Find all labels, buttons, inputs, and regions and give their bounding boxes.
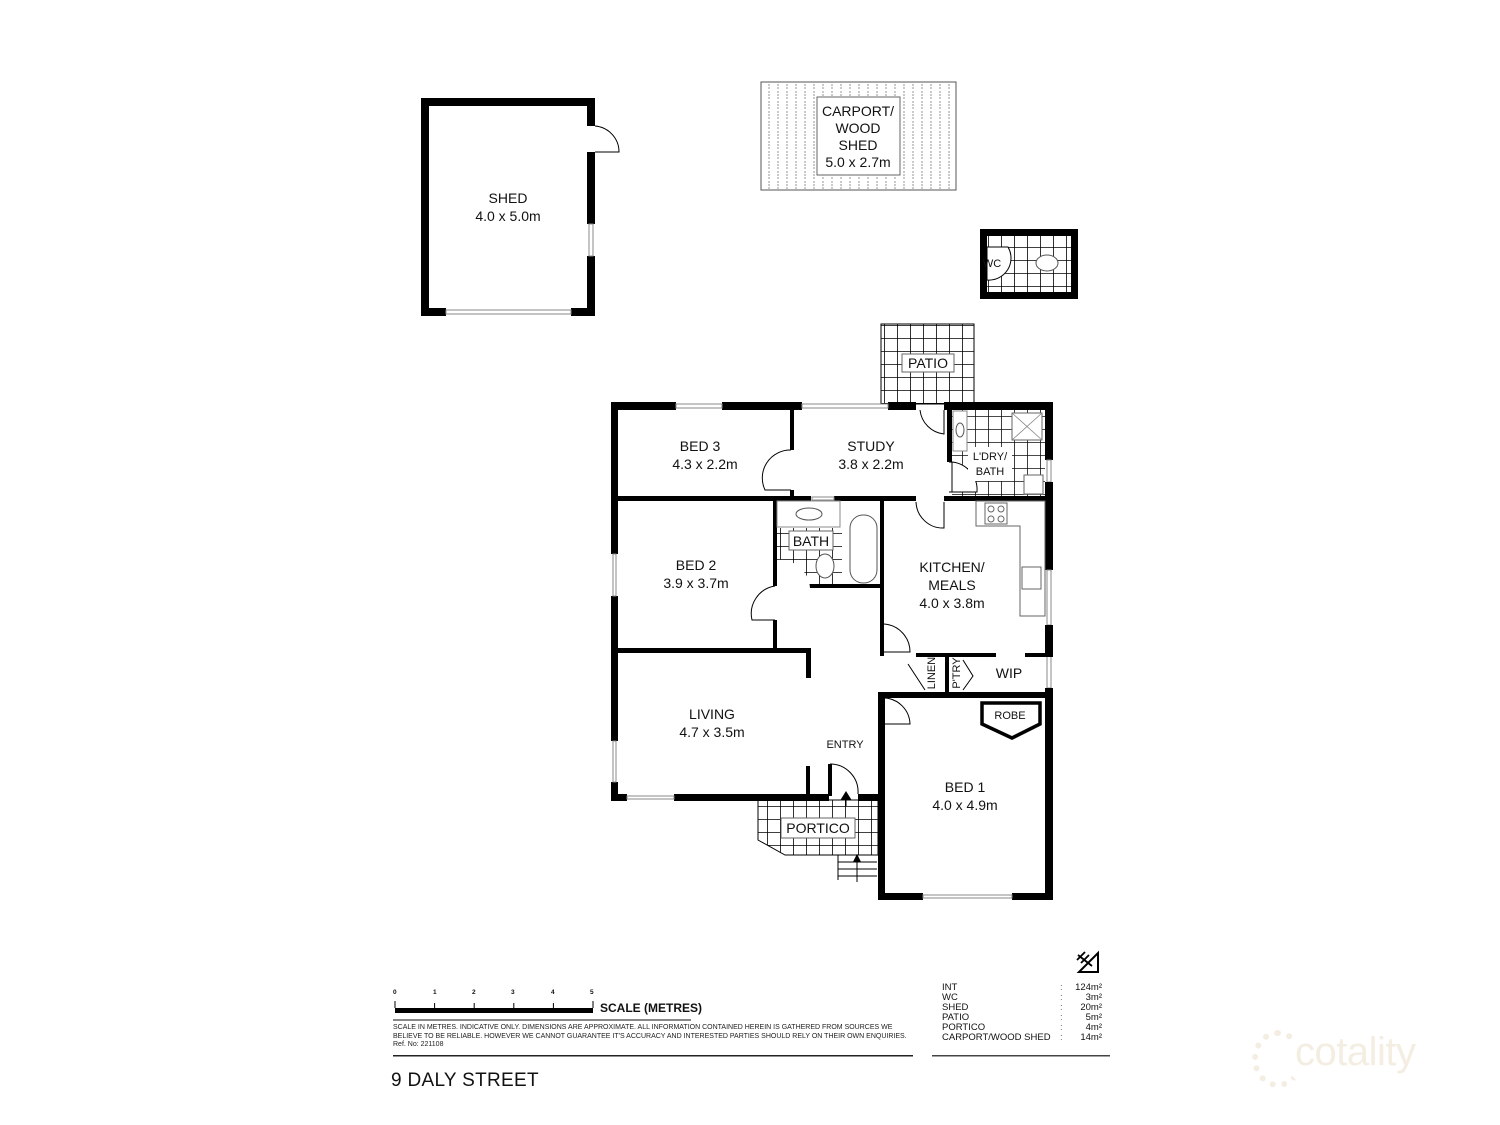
brand-logo-icon — [1252, 1030, 1304, 1088]
area-label: PATIO — [942, 1012, 970, 1023]
area-value: 4m² — [1085, 1022, 1102, 1033]
room-name: WOOD — [835, 120, 880, 136]
area-row: CARPORT/WOOD SHED:14m² — [942, 1032, 1102, 1043]
room-name: BED 3 — [680, 438, 721, 454]
divider — [393, 1055, 913, 1057]
scale-bar — [393, 1001, 691, 1021]
area-row: PATIO:5m² — [942, 1012, 1102, 1023]
tick: 3 — [511, 989, 515, 996]
room-name: PORTICO — [786, 820, 850, 836]
room-name: ROBE — [994, 710, 1025, 722]
area-row: SHED:20m² — [942, 1002, 1102, 1013]
area-value: 5m² — [1085, 1012, 1102, 1023]
area-label: WC — [942, 992, 958, 1003]
room-dims: 4.0 x 5.0m — [475, 208, 540, 224]
area-value: 124m² — [1075, 982, 1102, 993]
area-table: INT:124m² WC:3m² SHED:20m² PATIO:5m² POR… — [942, 983, 1102, 1043]
area-label: CARPORT/WOOD SHED — [942, 1032, 1051, 1043]
room-name: SHED — [489, 190, 528, 206]
basin-icon — [795, 507, 823, 521]
robe: ROBE — [980, 701, 1042, 740]
wc: WC — [980, 229, 1078, 299]
room-name: PATIO — [908, 355, 948, 371]
sink-icon — [1023, 474, 1044, 495]
room-name: P'TRY — [951, 657, 963, 689]
toilet-icon — [815, 553, 835, 579]
door-swings — [750, 409, 978, 795]
steps-icon — [837, 853, 877, 882]
area-value: 3m² — [1085, 992, 1102, 1003]
tick: 0 — [393, 989, 397, 996]
area-value: 20m² — [1080, 1002, 1102, 1013]
room-dims: 3.9 x 3.7m — [663, 575, 728, 591]
divider — [932, 1055, 1110, 1057]
room-name: BED 1 — [945, 779, 986, 795]
room-name: KITCHEN/ — [919, 559, 984, 575]
disclaimer-text: SCALE IN METRES. INDICATIVE ONLY. DIMENS… — [393, 1024, 907, 1040]
patio: PATIO — [880, 323, 975, 405]
room-dims: 4.7 x 3.5m — [679, 724, 744, 740]
room-name: LINEN — [926, 657, 938, 689]
tick: 4 — [551, 989, 555, 996]
tick: 1 — [433, 989, 437, 996]
scale-label: SCALE (METRES) — [600, 1001, 702, 1015]
room-name: ENTRY — [826, 739, 864, 751]
room-name: CARPORT/ — [822, 103, 894, 119]
room-name: BATH — [976, 466, 1005, 478]
room-name: L'DRY/ — [973, 451, 1008, 463]
area-row: INT:124m² — [942, 982, 1102, 993]
kitchen-sink-icon — [1021, 566, 1042, 590]
door-swing-icon — [594, 125, 620, 153]
bathtub-icon — [849, 514, 878, 584]
reference-number: Ref. No: 221108 — [393, 1041, 444, 1048]
room-name: WC — [983, 258, 1001, 270]
area-label: INT — [942, 982, 958, 993]
house-walls — [611, 402, 1053, 900]
room-name: LIVING — [689, 706, 735, 722]
room-name: BED 2 — [676, 557, 717, 573]
room-name: BATH — [793, 533, 829, 549]
brand-watermark: cotality — [1295, 1030, 1416, 1074]
entry-arrow-icon — [840, 791, 852, 806]
room-dims: 4.3 x 2.2m — [672, 456, 737, 472]
area-label: SHED — [942, 1002, 969, 1013]
portico: PORTICO — [757, 799, 879, 882]
room-dims: 5.0 x 2.7m — [825, 154, 890, 170]
room-name: STUDY — [847, 438, 895, 454]
room-dims: 4.0 x 3.8m — [919, 595, 984, 611]
north-arrow-icon — [1076, 950, 1099, 973]
area-row: WC:3m² — [942, 992, 1102, 1003]
room-name: MEALS — [928, 577, 975, 593]
disclaimer: SCALE IN METRES. INDICATIVE ONLY. DIMENS… — [393, 1024, 913, 1050]
tick: 2 — [472, 989, 476, 996]
shed: SHED 4.0 x 5.0m — [421, 98, 620, 316]
carport: CARPORT/ WOOD SHED 5.0 x 2.7m — [760, 81, 957, 191]
room-dims: 4.0 x 4.9m — [932, 797, 997, 813]
room-name: SHED — [839, 137, 878, 153]
property-address: 9 DALY STREET — [391, 1070, 539, 1091]
tick: 5 — [590, 989, 594, 996]
room-dims: 3.8 x 2.2m — [838, 456, 903, 472]
room-name: WIP — [996, 665, 1022, 681]
area-value: 14m² — [1080, 1032, 1102, 1043]
area-label: PORTICO — [942, 1022, 986, 1033]
area-row: PORTICO:4m² — [942, 1022, 1102, 1033]
